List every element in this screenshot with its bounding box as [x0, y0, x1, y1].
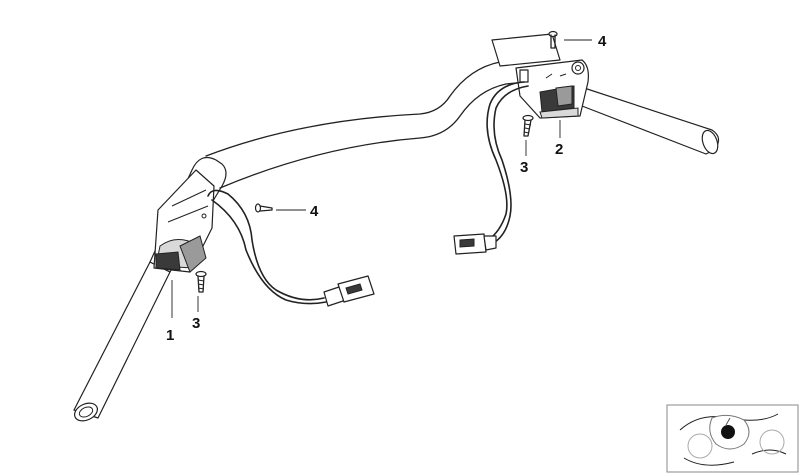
right-switch-assembly	[515, 59, 589, 119]
callout-pin-left: 4	[310, 203, 319, 220]
callout-screw-left: 3	[192, 315, 200, 332]
pin-right	[548, 30, 558, 49]
callout-pin-right: 4	[598, 33, 607, 50]
screw-left	[195, 270, 207, 293]
leader-lines	[171, 39, 592, 318]
pin-left	[254, 203, 273, 213]
callout-left-switch: 1	[166, 327, 174, 344]
motorcycle-thumbnail-icon	[666, 404, 799, 473]
screw-right	[522, 114, 534, 137]
right-wiring-harness	[453, 81, 529, 255]
callout-screw-right: 3	[520, 159, 528, 176]
left-wiring-harness	[207, 189, 375, 307]
left-switch-assembly	[153, 169, 215, 273]
callout-right-switch: 2	[555, 141, 563, 158]
